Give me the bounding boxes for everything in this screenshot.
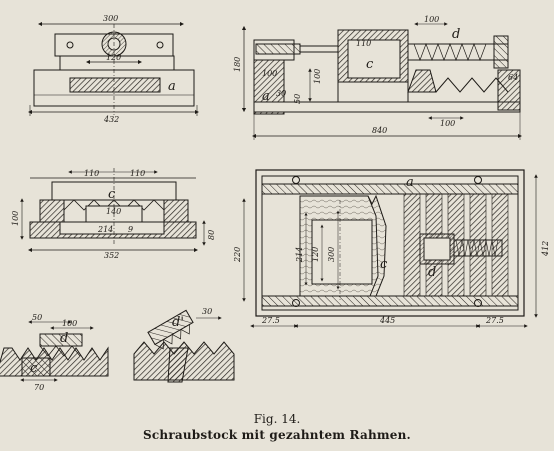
label-detail-right-d-prime: d' [172, 315, 184, 330]
dim-side-right-64: 64 [508, 73, 518, 82]
side-section-view [241, 22, 523, 140]
dim-side-bottom-100: 100 [440, 119, 455, 128]
dim-side-height: 180 [233, 57, 242, 72]
front-view [27, 21, 200, 116]
dim-plan-inner-120: 120 [311, 247, 320, 262]
dim-plan-left-220: 220 [233, 247, 242, 263]
dim-plan-inner-300: 300 [327, 247, 336, 262]
dim-cross-left-110: 110 [84, 169, 99, 178]
dim-detail-right-30: 30 [202, 307, 212, 316]
label-front-a: a [168, 79, 176, 94]
dim-plan-left-margin: 27.5 [261, 316, 280, 325]
label-plan-a: a [406, 175, 414, 190]
figure-number: Fig. 14. [253, 412, 301, 426]
dim-cross-center-140: 140 [106, 207, 121, 216]
dim-cross-right-110: 110 [130, 169, 145, 178]
label-cross-c: c [108, 187, 116, 202]
dim-detail-left-70: 70 [34, 383, 44, 392]
dim-plan-right-412: 412 [541, 241, 550, 257]
label-plan-d: d [428, 265, 436, 280]
dim-plan-inner-214: 214 [295, 247, 304, 263]
label-side-c: c [366, 57, 374, 72]
dim-side-total-length: 840 [372, 126, 387, 135]
dim-plan-mid-445: 445 [379, 316, 395, 325]
label-side-a: a [262, 89, 270, 104]
dim-front-inner-width: 120 [106, 53, 121, 62]
dim-cross-height-100: 100 [11, 211, 20, 226]
dim-detail-left-50: 50 [32, 313, 42, 322]
dim-side-left-block: 100 [262, 69, 277, 78]
dim-front-base-width: 432 [103, 115, 119, 124]
plan-view [242, 169, 538, 328]
label-detail-left-d: d [60, 331, 68, 346]
dim-cross-inner-214: 214 [97, 225, 113, 234]
dim-cross-height-80: 80 [207, 230, 216, 240]
label-plan-c: c [380, 257, 388, 272]
label-detail-left-c: c [30, 361, 38, 376]
figure-caption: Schraubstock mit gezahntem Rahmen. [143, 428, 411, 442]
dim-side-small-offset: 50 [293, 94, 302, 104]
dim-cross-base-352: 352 [104, 251, 119, 260]
dim-side-block-height: 100 [313, 69, 322, 84]
dim-side-width-30: 30 [276, 89, 286, 98]
dim-side-depth: 110 [356, 39, 371, 48]
cross-section-view [20, 168, 206, 253]
detail-left-view [0, 320, 109, 382]
detail-right-view [133, 309, 235, 383]
label-side-d: d [452, 27, 460, 42]
dim-detail-left-100: 100 [62, 319, 77, 328]
dim-cross-small-9: 9 [128, 225, 133, 234]
dim-plan-right-margin: 27.5 [485, 316, 504, 325]
dim-side-top-100: 100 [424, 15, 439, 24]
dim-front-top-width: 300 [103, 14, 118, 23]
